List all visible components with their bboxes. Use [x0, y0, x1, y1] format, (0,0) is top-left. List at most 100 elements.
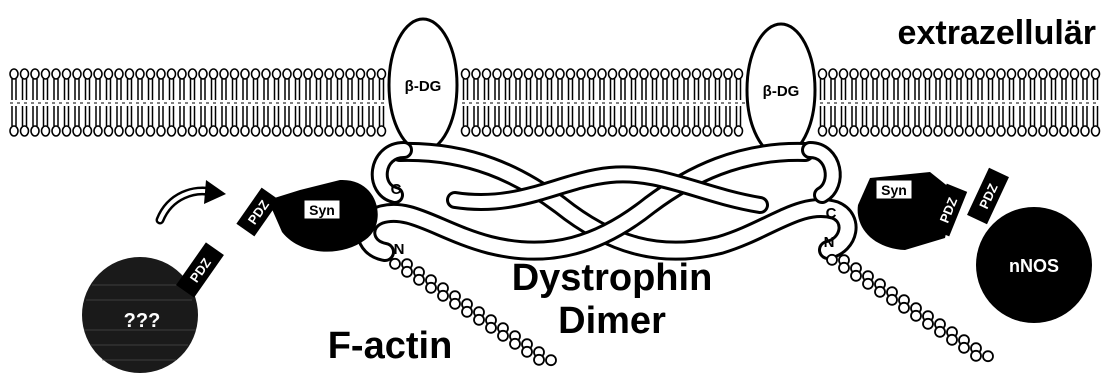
lipid-head [871, 69, 879, 79]
lipid-head [840, 69, 848, 79]
lipid-head [378, 126, 386, 136]
lipid-head [115, 69, 123, 79]
lipid-head [619, 126, 627, 136]
lipid-head [525, 126, 533, 136]
lipid-bilayer-membrane [10, 69, 1100, 136]
lipid-head [1050, 69, 1058, 79]
lipid-head [315, 69, 323, 79]
lipid-head [871, 126, 879, 136]
actin-bead [426, 283, 436, 293]
lipid-head [672, 69, 680, 79]
lipid-head [21, 69, 29, 79]
lipid-head [672, 126, 680, 136]
lipid-head [315, 126, 323, 136]
actin-bead [899, 303, 909, 313]
lipid-head [1029, 69, 1037, 79]
lipid-head [1092, 126, 1100, 136]
lipid-head [147, 126, 155, 136]
lipid-head [199, 126, 207, 136]
lipid-head [73, 69, 81, 79]
lipid-head [861, 126, 869, 136]
actin-bead [534, 355, 544, 365]
lipid-head [31, 69, 39, 79]
dimer-label: Dimer [558, 300, 666, 342]
lipid-head [682, 126, 690, 136]
lipid-head [955, 126, 963, 136]
c-terminus-right: C [826, 205, 837, 222]
actin-bead [474, 315, 484, 325]
lipid-head [346, 126, 354, 136]
lipid-head [178, 126, 186, 136]
lipid-head [115, 126, 123, 136]
lipid-head [861, 69, 869, 79]
lipid-head [892, 126, 900, 136]
lipid-head [84, 69, 92, 79]
lipid-head [1039, 126, 1047, 136]
lipid-head [934, 69, 942, 79]
lipid-head [735, 126, 743, 136]
actin-bead [498, 331, 508, 341]
lipid-head [640, 126, 648, 136]
lipid-head [945, 126, 953, 136]
actin-bead [923, 319, 933, 329]
lipid-head [546, 126, 554, 136]
f-actin-filament-right [827, 255, 993, 361]
lipid-head [1081, 126, 1089, 136]
nnos-protein: PDZ nNOS [967, 168, 1092, 323]
lipid-head [367, 69, 375, 79]
lipid-head [577, 69, 585, 79]
lipid-head [283, 126, 291, 136]
lipid-head [892, 69, 900, 79]
lipid-head [252, 126, 260, 136]
lipid-head [304, 126, 312, 136]
lipid-head [1008, 126, 1016, 136]
lipid-head [136, 126, 144, 136]
actin-bead [851, 271, 861, 281]
lipid-head [934, 126, 942, 136]
lipid-head [357, 69, 365, 79]
lipid-head [997, 69, 1005, 79]
lipid-head [31, 126, 39, 136]
lipid-head [336, 126, 344, 136]
lipid-head [483, 126, 491, 136]
lipid-head [63, 69, 71, 79]
actin-bead [438, 291, 448, 301]
lipid-head [493, 69, 501, 79]
lipid-head [294, 69, 302, 79]
lipid-head [178, 69, 186, 79]
actin-bead [875, 287, 885, 297]
lipid-head [199, 69, 207, 79]
lipid-head [231, 69, 239, 79]
lipid-head [84, 126, 92, 136]
lipid-head [504, 126, 512, 136]
lipid-head [1018, 69, 1026, 79]
lipid-head [987, 69, 995, 79]
lipid-head [630, 69, 638, 79]
lipid-head [693, 69, 701, 79]
lipid-head [42, 69, 50, 79]
lipid-head [987, 126, 995, 136]
lipid-head [73, 126, 81, 136]
actin-bead [983, 351, 993, 361]
lipid-head [724, 69, 732, 79]
actin-bead [863, 279, 873, 289]
n-terminus-right: N [824, 234, 835, 251]
syntrophin-right: Syn PDZ [858, 172, 968, 250]
c-terminus-left: C [391, 181, 402, 198]
lipid-head [10, 126, 18, 136]
lipid-head [850, 69, 858, 79]
lipid-head [514, 126, 522, 136]
lipid-head [840, 126, 848, 136]
nnos-label: nNOS [1009, 256, 1059, 276]
lipid-head [325, 69, 333, 79]
lipid-head [136, 69, 144, 79]
lipid-head [147, 69, 155, 79]
lipid-head [850, 126, 858, 136]
lipid-head [567, 69, 575, 79]
lipid-head [829, 126, 837, 136]
actin-bead [486, 323, 496, 333]
lipid-head [588, 126, 596, 136]
syn-label-left: Syn [309, 202, 335, 218]
actin-bead [462, 307, 472, 317]
lipid-head [588, 69, 596, 79]
